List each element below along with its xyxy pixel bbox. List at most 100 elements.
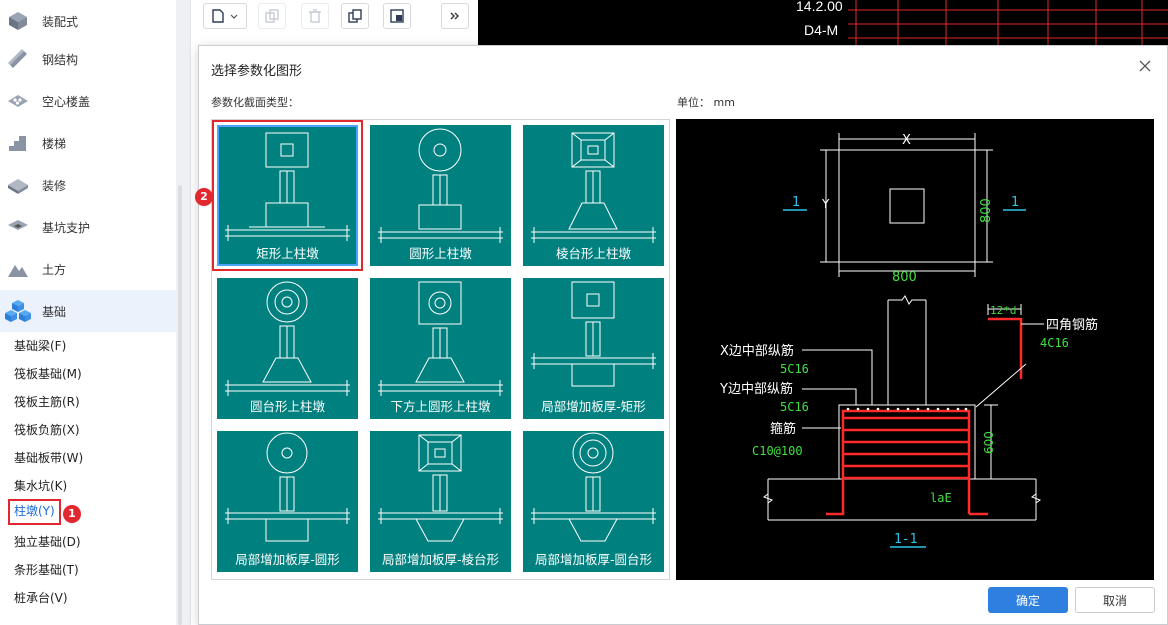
sidebar-category-stairs[interactable]: 楼梯 <box>0 122 176 164</box>
duplicate-icon <box>348 9 362 23</box>
frustum-pier-shape-icon <box>531 132 656 243</box>
shape-grid: 矩形上柱墩 圆形上柱墩 <box>211 119 670 580</box>
selected-tile-highlight <box>212 120 363 271</box>
section-mark-left: 1 <box>792 195 800 210</box>
step-badge-1: 1 <box>63 505 81 523</box>
shape-tile-thicken-cone[interactable]: 局部增加板厚-圆台形 <box>523 431 664 572</box>
cad-label-d4: D4-M <box>804 22 839 38</box>
prefab-icon <box>4 7 32 35</box>
parametric-shape-dialog: 选择参数化图形 参数化截面类型： 单位： mm 矩形上柱墩 <box>195 45 1168 625</box>
sidebar-item-raft-main-rebar[interactable]: 筏板主筋(R) <box>14 395 80 409</box>
square-circle-pier-shape-icon <box>378 281 503 396</box>
copy-button[interactable] <box>258 3 286 29</box>
hollow-floor-icon <box>4 87 32 115</box>
delete-button[interactable] <box>301 3 329 29</box>
pit-support-icon <box>4 213 32 241</box>
sidebar-category-pit-support[interactable]: 基坑支护 <box>0 206 176 248</box>
shape-tile-label: 矩形上柱墩 <box>256 246 319 261</box>
dim-800-right: 800 <box>979 198 994 223</box>
label-y-mid-rebar: Y边中部纵筋 <box>719 381 793 397</box>
dim-800-bottom: 800 <box>892 270 917 285</box>
shape-tile-thicken-circle[interactable]: 局部增加板厚-圆形 <box>217 431 358 572</box>
dim-600: 600 <box>982 431 996 454</box>
sidebar-category-prefab[interactable]: 装配式 <box>0 0 176 42</box>
sidebar-category-label: 土方 <box>42 262 67 277</box>
section-title: 1-1 <box>894 532 917 547</box>
shape-tile-label: 局部增加板厚-矩形 <box>541 399 646 414</box>
shape-tile-label: 圆形上柱墩 <box>409 246 472 261</box>
value-y-mid-rebar: 5C16 <box>780 400 809 414</box>
sidebar-item-isolated-foundation[interactable]: 独立基础(D) <box>14 535 81 549</box>
sidebar-item-foundation-beam[interactable]: 基础梁(F) <box>14 339 67 353</box>
shape-tile-rect-pier[interactable]: 矩形上柱墩 <box>217 125 358 266</box>
circle-pier-shape-icon <box>378 128 503 243</box>
dialog-title: 选择参数化图形 <box>211 64 303 79</box>
cone-pier-shape-icon <box>225 281 350 396</box>
cad-label-elevation: 14.2.00 <box>796 0 843 14</box>
shape-tile-label: 下方上圆形上柱墩 <box>390 399 491 414</box>
close-icon <box>1139 60 1151 72</box>
layer-copy-button[interactable] <box>383 3 411 29</box>
more-button[interactable] <box>441 3 469 29</box>
sidebar-category-foundation[interactable]: 基础 <box>0 290 176 332</box>
shape-tile-frustum-pier[interactable]: 棱台形上柱墩 <box>523 125 664 266</box>
label-x-mid-rebar: X边中部纵筋 <box>720 343 794 359</box>
cancel-button[interactable]: 取消 <box>1075 587 1155 613</box>
new-component-button[interactable] <box>203 3 247 29</box>
thicken-cone-shape-icon <box>531 432 656 542</box>
shape-tile-label: 局部增加板厚-圆形 <box>235 552 340 567</box>
sidebar-category-steel[interactable]: 钢结构 <box>0 38 176 80</box>
foundation-icon <box>4 297 32 325</box>
shape-tile-label: 局部增加板厚-圆台形 <box>534 552 652 567</box>
shape-tile-cone-pier[interactable]: 圆台形上柱墩 <box>217 278 358 419</box>
section-mark-right: 1 <box>1011 195 1019 210</box>
label-corner-rebar: 四角钢筋 <box>1046 317 1098 333</box>
section-type-label: 参数化截面类型： <box>211 96 299 109</box>
sidebar-item-foundation-strip[interactable]: 基础板带(W) <box>14 451 84 465</box>
shape-tile-label: 圆台形上柱墩 <box>249 399 325 414</box>
duplicate-button[interactable] <box>341 3 369 29</box>
dim-y-label: Y <box>821 197 830 211</box>
sidebar-item-sump-pit[interactable]: 集水坑(K) <box>14 479 68 493</box>
rect-pier-preview-drawing: X Y 800 800 1 1 <box>719 133 1098 548</box>
thicken-frustum-shape-icon <box>378 434 503 542</box>
double-chevron-right-icon <box>450 12 459 20</box>
stairs-icon <box>4 129 32 157</box>
shape-tile-thicken-rect[interactable]: 局部增加板厚-矩形 <box>523 278 664 419</box>
shape-tile-label: 棱台形上柱墩 <box>555 246 631 261</box>
steel-beam-icon <box>4 45 32 73</box>
sidebar-item-pile-cap[interactable]: 桩承台(V) <box>14 591 68 605</box>
shape-tile-square-bottom-circle-top-pier[interactable]: 下方上圆形上柱墩 <box>370 278 511 419</box>
sidebar-category-hollow-floor[interactable]: 空心楼盖 <box>0 80 176 122</box>
earthwork-icon <box>4 255 32 283</box>
cad-gridlines <box>848 0 1168 48</box>
sidebar-item-raft-foundation[interactable]: 筏板基础(M) <box>14 367 82 381</box>
shape-tile-circle-pier[interactable]: 圆形上柱墩 <box>370 125 511 266</box>
shape-preview-canvas: X Y 800 800 1 1 <box>676 119 1154 580</box>
step-badge-2: 2 <box>195 188 213 206</box>
rect-pier-shape-icon <box>225 132 350 241</box>
shape-tile-label: 局部增加板厚-棱台形 <box>381 552 499 567</box>
value-stirrup: C10@100 <box>752 444 803 458</box>
value-x-mid-rebar: 5C16 <box>780 362 809 376</box>
dim-x-label: X <box>902 133 911 148</box>
layer-copy-icon <box>390 9 404 23</box>
shape-tile-thicken-frustum[interactable]: 局部增加板厚-棱台形 <box>370 431 511 572</box>
sidebar-item-raft-neg-rebar[interactable]: 筏板负筋(X) <box>14 423 80 437</box>
sidebar-scrollbar[interactable] <box>178 185 182 625</box>
close-button[interactable] <box>1137 58 1153 74</box>
sidebar-category-decoration[interactable]: 装修 <box>0 164 176 206</box>
sidebar-category-label: 空心楼盖 <box>42 94 91 109</box>
sidebar-item-strip-foundation[interactable]: 条形基础(T) <box>14 563 79 577</box>
label-stirrup: 箍筋 <box>770 421 796 437</box>
sidebar-category-label: 楼梯 <box>42 136 67 151</box>
sidebar-category-label: 钢结构 <box>42 52 79 67</box>
cad-drawing-area[interactable]: 14.2.00 D4-M <box>478 0 1168 48</box>
sidebar-category-label: 基础 <box>42 304 67 319</box>
copy-icon <box>265 9 279 23</box>
ok-button[interactable]: 确定 <box>988 587 1068 613</box>
sidebar-item-column-pier[interactable]: 柱墩(Y) <box>8 499 61 525</box>
component-sidebar: 装配式 钢结构 空心楼盖 楼梯 装修 基坑支护 土方 <box>0 0 176 625</box>
label-lae: laE <box>930 491 952 505</box>
sidebar-category-earthwork[interactable]: 土方 <box>0 248 176 290</box>
